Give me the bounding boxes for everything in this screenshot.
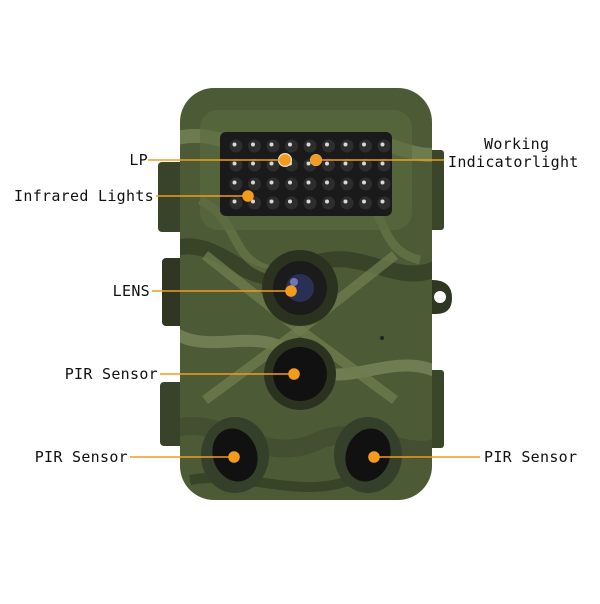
infrared-led-reflection — [343, 199, 348, 204]
infrared-led-reflection — [232, 199, 237, 204]
label-infrared-lights: Infrared Lights — [14, 187, 154, 205]
infrared-led — [359, 177, 372, 191]
infrared-led — [359, 139, 372, 153]
lens-housing — [262, 250, 338, 326]
infrared-led — [248, 177, 261, 191]
infrared-led-reflection — [269, 199, 274, 204]
infrared-led-reflection — [380, 199, 385, 204]
label-pir-sensor-center: PIR Sensor — [64, 365, 158, 383]
infrared-led — [229, 177, 243, 191]
infrared-led — [340, 139, 354, 153]
pir-sensor-right — [334, 417, 402, 493]
pir-sensor-center — [264, 338, 336, 410]
infrared-led-reflection — [362, 199, 366, 204]
label-lens: LENS — [112, 282, 150, 300]
infrared-led — [377, 139, 391, 153]
infrared-led-reflection — [232, 142, 237, 147]
infrared-led-reflection — [251, 161, 255, 166]
infrared-led-reflection — [232, 161, 237, 166]
label-working-line1: Working — [484, 135, 550, 153]
leader-dot-working — [310, 154, 322, 166]
infrared-led-reflection — [306, 199, 311, 204]
infrared-led — [359, 196, 372, 210]
infrared-led — [340, 196, 354, 210]
infrared-led-reflection — [362, 180, 366, 185]
infrared-led — [322, 177, 335, 191]
label-pir-sensor-left: PIR Sensor — [34, 448, 128, 466]
infrared-led — [229, 158, 243, 172]
infrared-led — [322, 196, 335, 210]
infrared-led-reflection — [362, 142, 366, 147]
leader-dot-lp — [279, 154, 291, 166]
infrared-led — [248, 158, 261, 172]
label-lp: LP — [129, 151, 148, 169]
label-working-line2: Indicatorlight — [448, 153, 579, 171]
leader-dot-pir-center — [288, 368, 300, 380]
infrared-led-reflection — [288, 142, 292, 147]
infrared-led — [229, 139, 243, 153]
infrared-led-reflection — [288, 180, 292, 185]
infrared-led-reflection — [306, 142, 311, 147]
infrared-led — [377, 177, 391, 191]
infrared-led-reflection — [251, 180, 255, 185]
infrared-led — [285, 196, 298, 210]
infrared-led-reflection — [343, 142, 348, 147]
infrared-led — [266, 158, 280, 172]
infrared-led — [266, 196, 280, 210]
infrared-led — [266, 139, 280, 153]
infrared-led-reflection — [380, 161, 385, 166]
microphone-hole — [380, 336, 384, 340]
infrared-led-reflection — [306, 161, 311, 166]
infrared-led-reflection — [232, 180, 237, 185]
infrared-led — [303, 177, 317, 191]
infrared-led-reflection — [362, 161, 366, 166]
label-pir-sensor-right: PIR Sensor — [484, 448, 578, 466]
infrared-led-reflection — [380, 180, 385, 185]
infrared-led-reflection — [343, 161, 348, 166]
infrared-led-reflection — [269, 180, 274, 185]
infrared-led — [285, 139, 298, 153]
infrared-led — [322, 158, 335, 172]
infrared-led — [229, 196, 243, 210]
infrared-led — [340, 158, 354, 172]
infrared-led-reflection — [380, 142, 385, 147]
infrared-led-reflection — [325, 142, 329, 147]
infrared-led-reflection — [325, 161, 329, 166]
infrared-panel — [220, 132, 392, 216]
infrared-led — [322, 139, 335, 153]
infrared-led-reflection — [269, 142, 274, 147]
leader-lines — [130, 154, 480, 463]
leader-dot-pir-left — [228, 451, 240, 463]
infrared-led-reflection — [251, 199, 255, 204]
leader-dot-pir-right — [368, 451, 380, 463]
infrared-led-reflection — [343, 180, 348, 185]
infrared-led-reflection — [325, 199, 329, 204]
infrared-led — [359, 158, 372, 172]
infrared-led — [377, 158, 391, 172]
infrared-led — [266, 177, 280, 191]
leader-dot-infrared — [242, 190, 254, 202]
infrared-led — [377, 196, 391, 210]
infrared-led — [303, 139, 317, 153]
infrared-led — [340, 177, 354, 191]
infrared-led — [285, 177, 298, 191]
leader-dot-lens — [285, 285, 297, 297]
infrared-led-reflection — [269, 161, 274, 166]
infrared-led-reflection — [325, 180, 329, 185]
infrared-led — [303, 196, 317, 210]
infrared-led-reflection — [306, 180, 311, 185]
infrared-led — [248, 139, 261, 153]
infrared-led-reflection — [251, 142, 255, 147]
infrared-led-reflection — [288, 199, 292, 204]
